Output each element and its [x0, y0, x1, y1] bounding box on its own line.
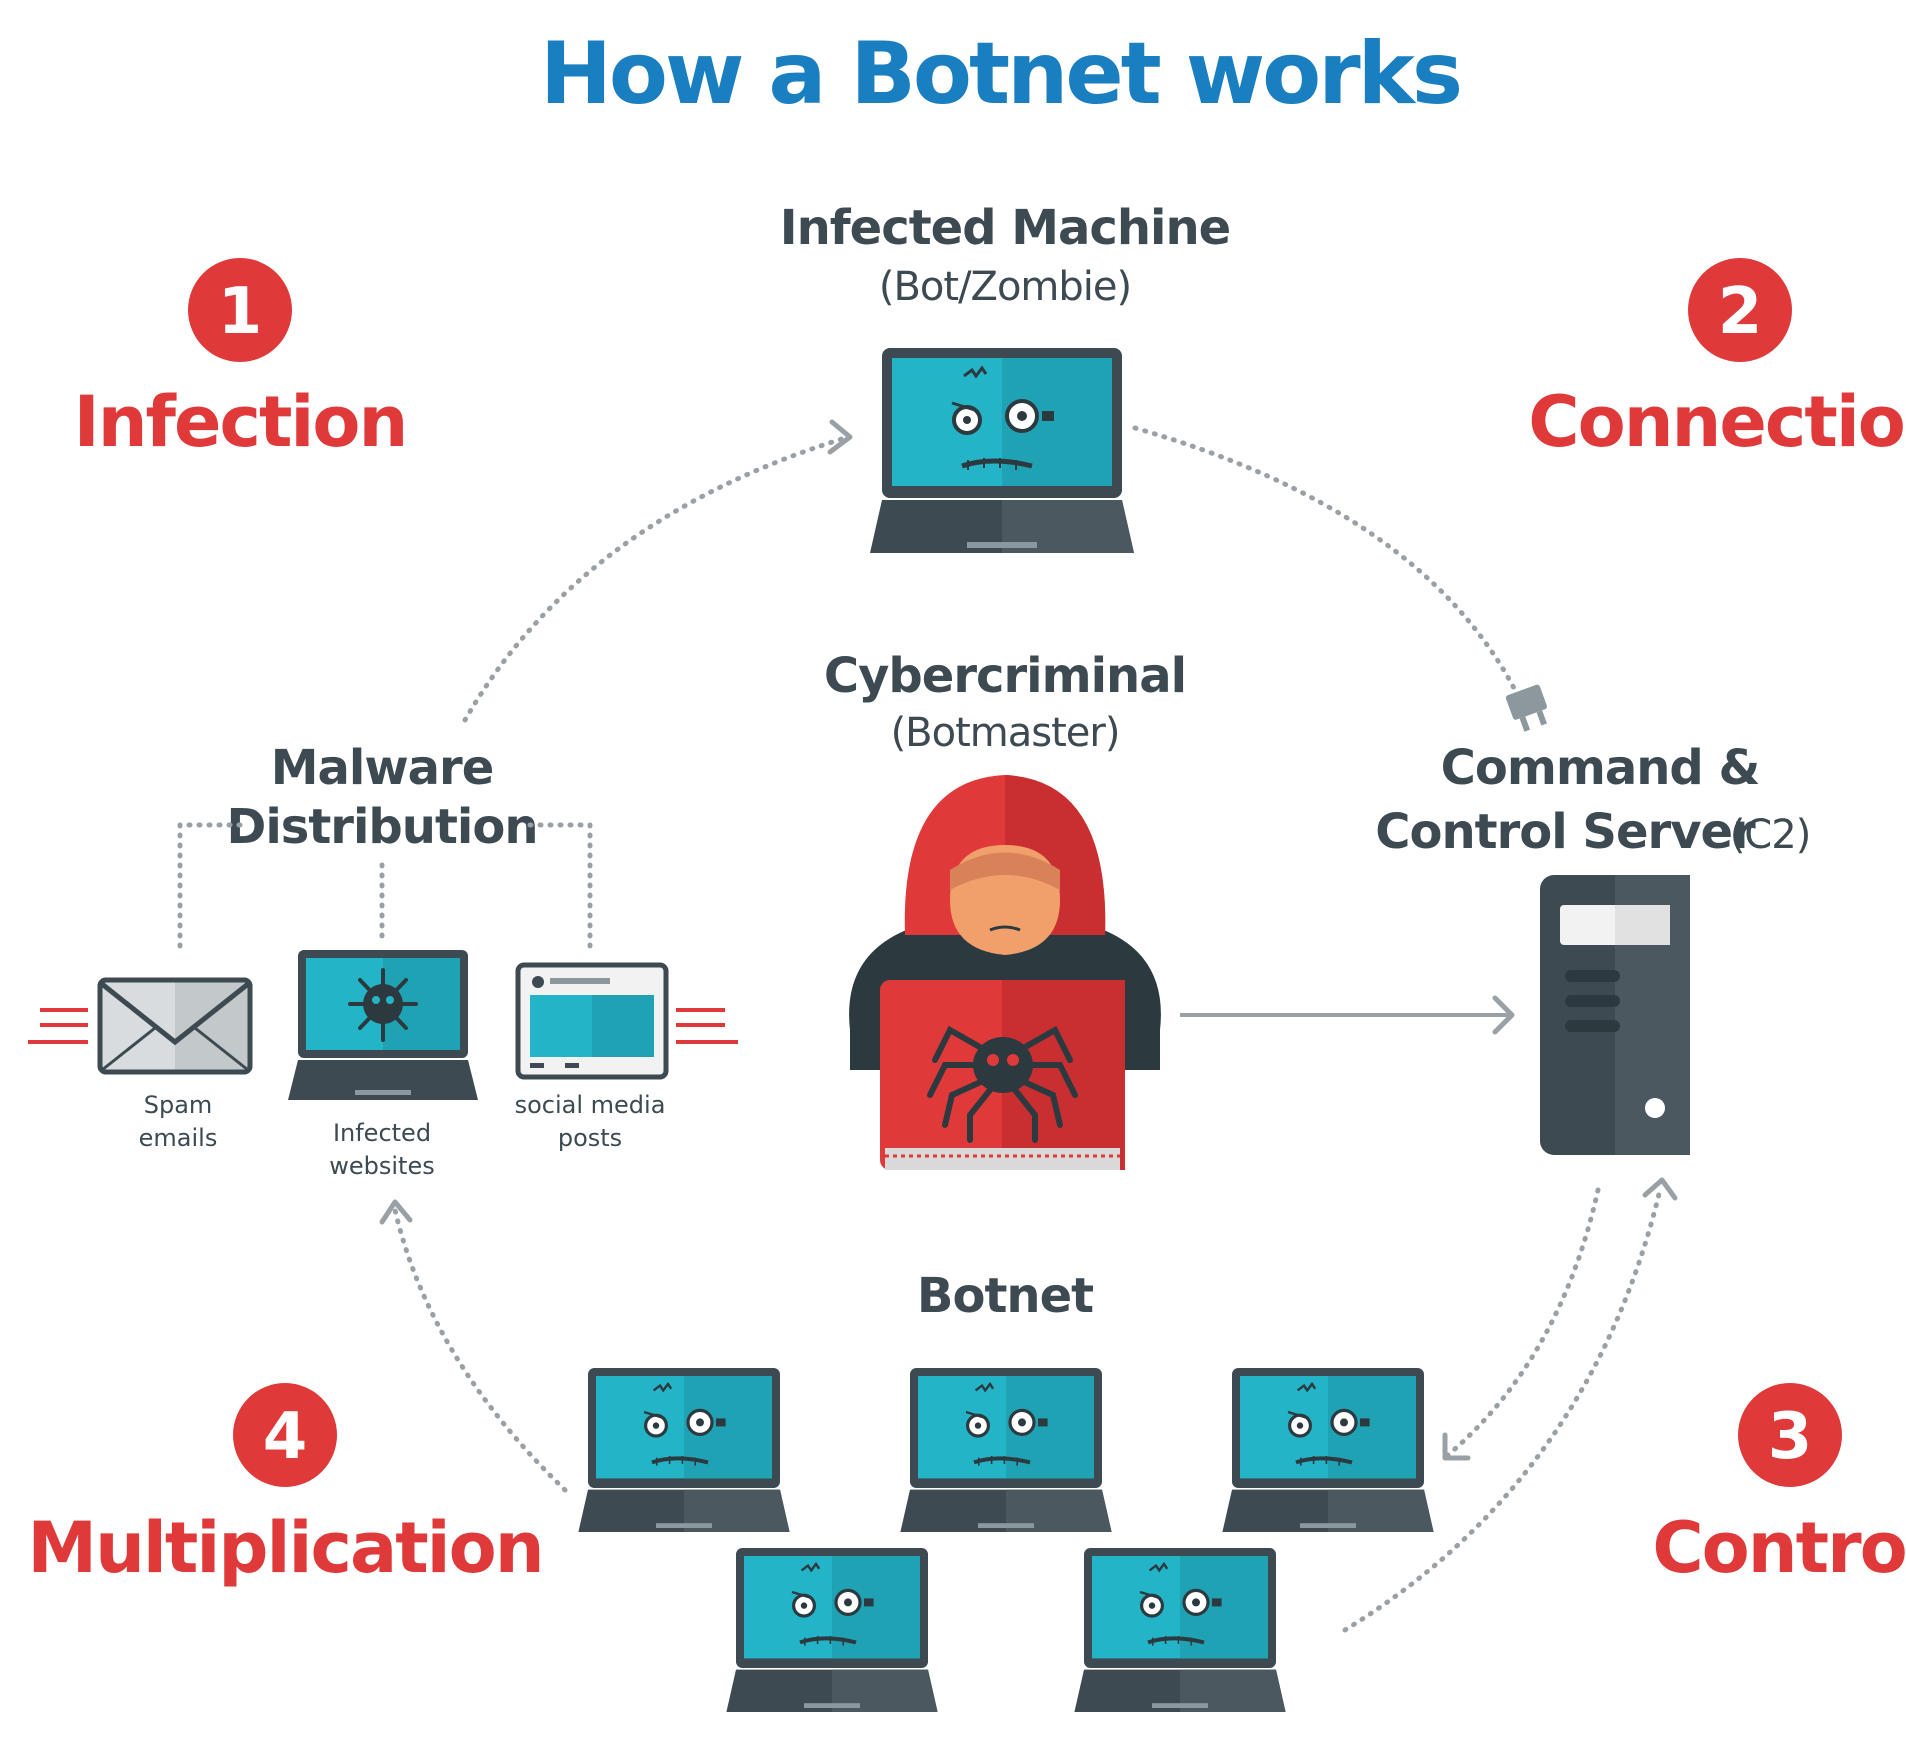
arrow-control-up-head: [1642, 1177, 1678, 1201]
social-post-icon: [515, 962, 669, 1080]
arrow-connection: [1132, 425, 1518, 693]
envelope-icon: [97, 977, 253, 1075]
botnet-laptop-3-icon: [1222, 1368, 1433, 1532]
distribution-connector-right: [527, 822, 593, 958]
botnet-laptop-2-icon: [900, 1368, 1111, 1532]
cybercriminal-title: Cybercriminal: [824, 648, 1186, 704]
malware-title-line1: Malware: [271, 740, 494, 796]
spam-email-label-line2: emails: [139, 1124, 218, 1152]
spam-email: Spam emails: [28, 977, 253, 1152]
infected-website-label-line1: Infected: [333, 1119, 431, 1147]
malware-distribution: Malware Distribution Spam emails: [28, 740, 738, 1180]
infected-machine-subtitle: (Bot/Zombie): [879, 264, 1131, 310]
step-2-connection: 2 Connection: [1528, 258, 1906, 463]
botnet: Botnet: [578, 1268, 1433, 1712]
step-4-badge: [233, 1383, 337, 1487]
arrow-control-up: [1342, 1187, 1663, 1633]
distribution-connector-left: [177, 822, 243, 958]
arrow-infection: [462, 435, 848, 723]
c2-server: Command & Control Server (C2): [1375, 740, 1811, 1155]
infected-website-label-line2: websites: [329, 1152, 434, 1180]
botnet-laptop-5-icon: [1074, 1548, 1285, 1712]
step-1-infection: 1 Infection: [74, 258, 408, 463]
spam-email-label-line1: Spam: [144, 1091, 213, 1119]
c2-title-line1: Command &: [1441, 740, 1760, 796]
infected-machine-title: Infected Machine: [780, 200, 1230, 256]
virus-laptop-icon: [288, 950, 478, 1100]
step-2-badge: [1688, 258, 1792, 362]
cybercriminal-subtitle: (Botmaster): [891, 710, 1120, 756]
arrow-infection-head: [827, 419, 853, 455]
step-3-control: 3 Control: [1652, 1383, 1906, 1589]
step-4-number: 4: [263, 1400, 308, 1474]
botnet-laptop-1-icon: [578, 1368, 789, 1532]
server-tower-icon: [1540, 875, 1690, 1155]
infected-machine: Infected Machine (Bot/Zombie): [780, 200, 1231, 553]
step-2-label: Connection: [1528, 381, 1906, 463]
step-4-multiplication: 4 Multiplication: [27, 1383, 545, 1589]
cybercriminal: Cybercriminal (Botmaster): [824, 648, 1187, 1170]
botnet-laptop-4-icon: [726, 1548, 937, 1712]
arrow-command-head: [1492, 995, 1515, 1035]
flow-arrows: [379, 419, 1678, 1633]
diagram-title: How a Botnet works: [540, 24, 1460, 124]
step-2-number: 2: [1718, 275, 1763, 349]
step-3-badge: [1738, 1383, 1842, 1487]
botnet-title: Botnet: [917, 1268, 1093, 1324]
c2-title-line2: Control Server: [1375, 804, 1756, 860]
zombie-laptop-icon: [870, 348, 1134, 553]
social-media-post: social media posts: [515, 962, 738, 1152]
step-3-number: 3: [1768, 1400, 1813, 1474]
social-media-label-line1: social media: [515, 1091, 666, 1119]
arrow-multiplication-head: [379, 1199, 413, 1225]
step-3-label: Control: [1652, 1507, 1906, 1589]
arrow-control-down-head: [1442, 1432, 1471, 1461]
c2-title-suffix: (C2): [1730, 812, 1811, 858]
motion-lines-right-icon: [676, 1008, 738, 1044]
step-1-label: Infection: [74, 381, 407, 463]
social-media-label-line2: posts: [558, 1124, 622, 1152]
arrow-multiplication: [392, 1207, 568, 1493]
step-1-number: 1: [218, 275, 263, 349]
arrow-control-down: [1445, 1187, 1601, 1458]
malware-title-line2: Distribution: [226, 799, 537, 855]
motion-lines-left-icon: [28, 1008, 88, 1044]
step-1-badge: [188, 258, 292, 362]
infected-website: Infected websites: [288, 950, 478, 1180]
hacker-icon: [849, 775, 1161, 1170]
plug-icon: [1505, 684, 1547, 732]
step-4-label: Multiplication: [27, 1507, 542, 1589]
